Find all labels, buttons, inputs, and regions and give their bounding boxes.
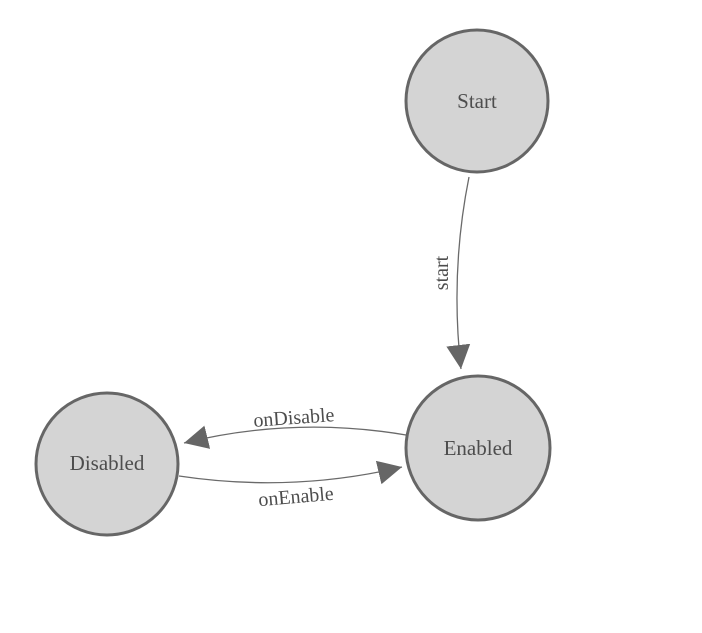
transition-start-to-enabled[interactable] (446, 176, 471, 370)
transition-label-start: start (431, 255, 453, 290)
transition-enabled-to-disabled[interactable] (183, 425, 407, 449)
state-node-start[interactable]: Start (404, 28, 550, 174)
state-node-enabled[interactable]: Enabled (404, 374, 552, 522)
transition-disabled-to-enabled[interactable] (178, 460, 403, 485)
state-node-disabled[interactable]: Disabled (34, 391, 180, 537)
state-label-start: Start (457, 89, 497, 113)
transition-label-onenable: onEnable (257, 483, 334, 512)
state-label-enabled: Enabled (444, 436, 513, 460)
state-circle-start[interactable] (404, 28, 550, 174)
state-circle-enabled[interactable] (404, 374, 552, 522)
state-circle-disabled[interactable] (34, 391, 180, 537)
state-label-disabled: Disabled (70, 451, 145, 475)
